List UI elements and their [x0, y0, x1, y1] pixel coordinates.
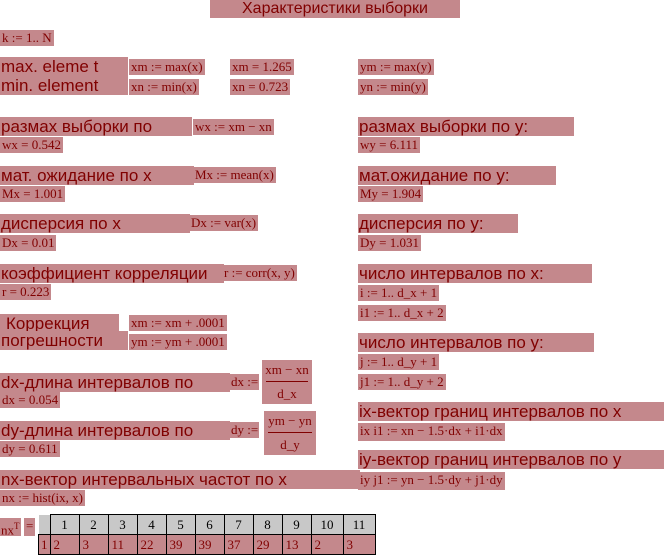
matrix-cell[interactable]: 22	[136, 534, 167, 555]
variance-x-label: дисперсия по х	[0, 214, 190, 233]
dx-denominator: d_x	[277, 386, 297, 401]
range-y-label: размах выборки по у:	[358, 117, 574, 136]
page-title: Характеристики выборки	[210, 0, 460, 18]
matrix-cell[interactable]: 3	[342, 534, 376, 555]
dx-var-definition[interactable]: Dx := var(x)	[189, 215, 259, 231]
corr-definition[interactable]: r := corr(x, y)	[222, 265, 297, 281]
i-range-definition[interactable]: i := 1.. d_x + 1	[358, 285, 440, 301]
intervals-y-label: число интервалов по у:	[358, 333, 594, 352]
dx-var-value[interactable]: Dx = 0.01	[0, 235, 57, 251]
dx-numerator: xm − xn	[265, 362, 309, 377]
variance-y-label: дисперсия по у:	[358, 214, 518, 233]
dy-fraction-bar	[268, 432, 312, 433]
matrix-column-header: 7	[223, 514, 254, 535]
nx-vector-label: nx-вектор интервальных частот по х	[0, 470, 360, 489]
matrix-column-header: 2	[78, 514, 109, 535]
wx-definition[interactable]: wx := xm − xn	[193, 119, 274, 135]
mean-y-label: мат.ожидание по у:	[358, 166, 556, 185]
intervals-x-label: число интервалов по х:	[358, 264, 592, 283]
yn-definition[interactable]: yn := min(y)	[358, 79, 428, 95]
matrix-column-header: 4	[136, 514, 167, 535]
xm-definition[interactable]: xm := max(x)	[129, 59, 205, 75]
xn-value[interactable]: xn = 0.723	[230, 79, 291, 95]
matrix-cell[interactable]: 13	[281, 534, 312, 555]
matrix-column-header: 1	[49, 514, 80, 535]
corr-value[interactable]: r = 0.223	[0, 284, 52, 300]
mx-value[interactable]: Mx = 1.001	[0, 186, 66, 202]
matrix-cell[interactable]: 3	[78, 534, 109, 555]
xm-correction[interactable]: xm := xm + .0001	[129, 315, 227, 331]
matrix-cell[interactable]: 29	[252, 534, 283, 555]
dx-length-label: dx-длина интервалов по	[0, 373, 230, 392]
mean-x-label: мат. ожидание по х	[0, 166, 194, 185]
matrix-row-header: 1	[38, 534, 51, 555]
matrix-cell[interactable]: 39	[165, 534, 196, 555]
matrix-cell[interactable]: 37	[223, 534, 254, 555]
matrix-column-header: 11	[342, 514, 376, 535]
matrix-cell[interactable]: 39	[194, 534, 225, 555]
error-label: погрешности	[0, 331, 128, 350]
dx-lhs[interactable]: dx :=	[230, 374, 260, 390]
nxT-name: nx	[1, 522, 14, 538]
iy-vector-label: iy-вектор границ интервалов по у	[358, 450, 664, 469]
dy-numerator: ym − yn	[268, 413, 312, 428]
dx-fraction[interactable]: xm − xn d_x	[262, 360, 312, 404]
nx-definition[interactable]: nx := hist(ix, x)	[0, 490, 85, 506]
wx-value[interactable]: wx = 0.542	[0, 137, 63, 153]
dy-length-label: dy-длина интервалов по	[0, 421, 230, 440]
dy-var-value[interactable]: Dy = 1.031	[358, 235, 421, 251]
xn-definition[interactable]: xn := min(x)	[129, 79, 199, 95]
ix-vector-label: ix-вектор границ интервалов по х	[358, 402, 664, 421]
dx-value[interactable]: dx = 0.054	[0, 392, 61, 408]
dy-value[interactable]: dy = 0.611	[0, 441, 60, 457]
matrix-cell[interactable]: 11	[107, 534, 138, 555]
nxT-equals: =	[24, 518, 36, 536]
max-element-label: max. eleme t	[0, 57, 128, 76]
correlation-label: коэффициент корреляции	[0, 264, 224, 283]
wy-value[interactable]: wy = 6.111	[358, 137, 421, 153]
nxT-superscript: T	[14, 521, 20, 531]
j-range-definition[interactable]: j := 1.. d_y + 1	[358, 354, 440, 370]
matrix-corner	[38, 514, 50, 535]
matrix-column-header: 8	[252, 514, 283, 535]
dx-fraction-bar	[266, 381, 308, 382]
j1-range-definition[interactable]: j1 := 1.. d_y + 2	[358, 374, 446, 390]
range-k-definition[interactable]: k := 1.. N	[0, 30, 54, 46]
ym-definition[interactable]: ym := max(y)	[358, 59, 434, 75]
correction-label: Коррекция	[0, 314, 119, 333]
min-element-label: min. element	[0, 76, 128, 95]
ix-definition[interactable]: ix i1 := xn − 1.5·dx + i1·dx	[358, 423, 505, 441]
matrix-column-header: 3	[107, 514, 138, 535]
dy-fraction[interactable]: ym − yn d_y	[264, 411, 316, 455]
range-x-label: размах выборки по	[0, 117, 192, 136]
matrix-column-header: 9	[281, 514, 312, 535]
dy-lhs[interactable]: dy :=	[230, 422, 260, 438]
xm-value[interactable]: xm = 1.265	[230, 59, 294, 75]
my-value[interactable]: My = 1.904	[358, 186, 424, 202]
dy-denominator: d_y	[280, 437, 300, 452]
i1-range-definition[interactable]: i1 := 1.. d_x + 2	[358, 305, 446, 321]
nxT-label[interactable]: nxT	[0, 518, 21, 538]
matrix-cell[interactable]: 2	[310, 534, 344, 555]
mx-definition[interactable]: Mx := mean(x)	[193, 167, 276, 183]
matrix-cell[interactable]: 2	[49, 534, 80, 555]
matrix-column-header: 5	[165, 514, 196, 535]
ym-correction[interactable]: ym := ym + .0001	[129, 334, 227, 350]
matrix-column-header: 6	[194, 514, 225, 535]
matrix-column-header: 10	[310, 514, 344, 535]
iy-definition[interactable]: iy j1 := yn − 1.5·dy + j1·dy	[358, 472, 505, 490]
